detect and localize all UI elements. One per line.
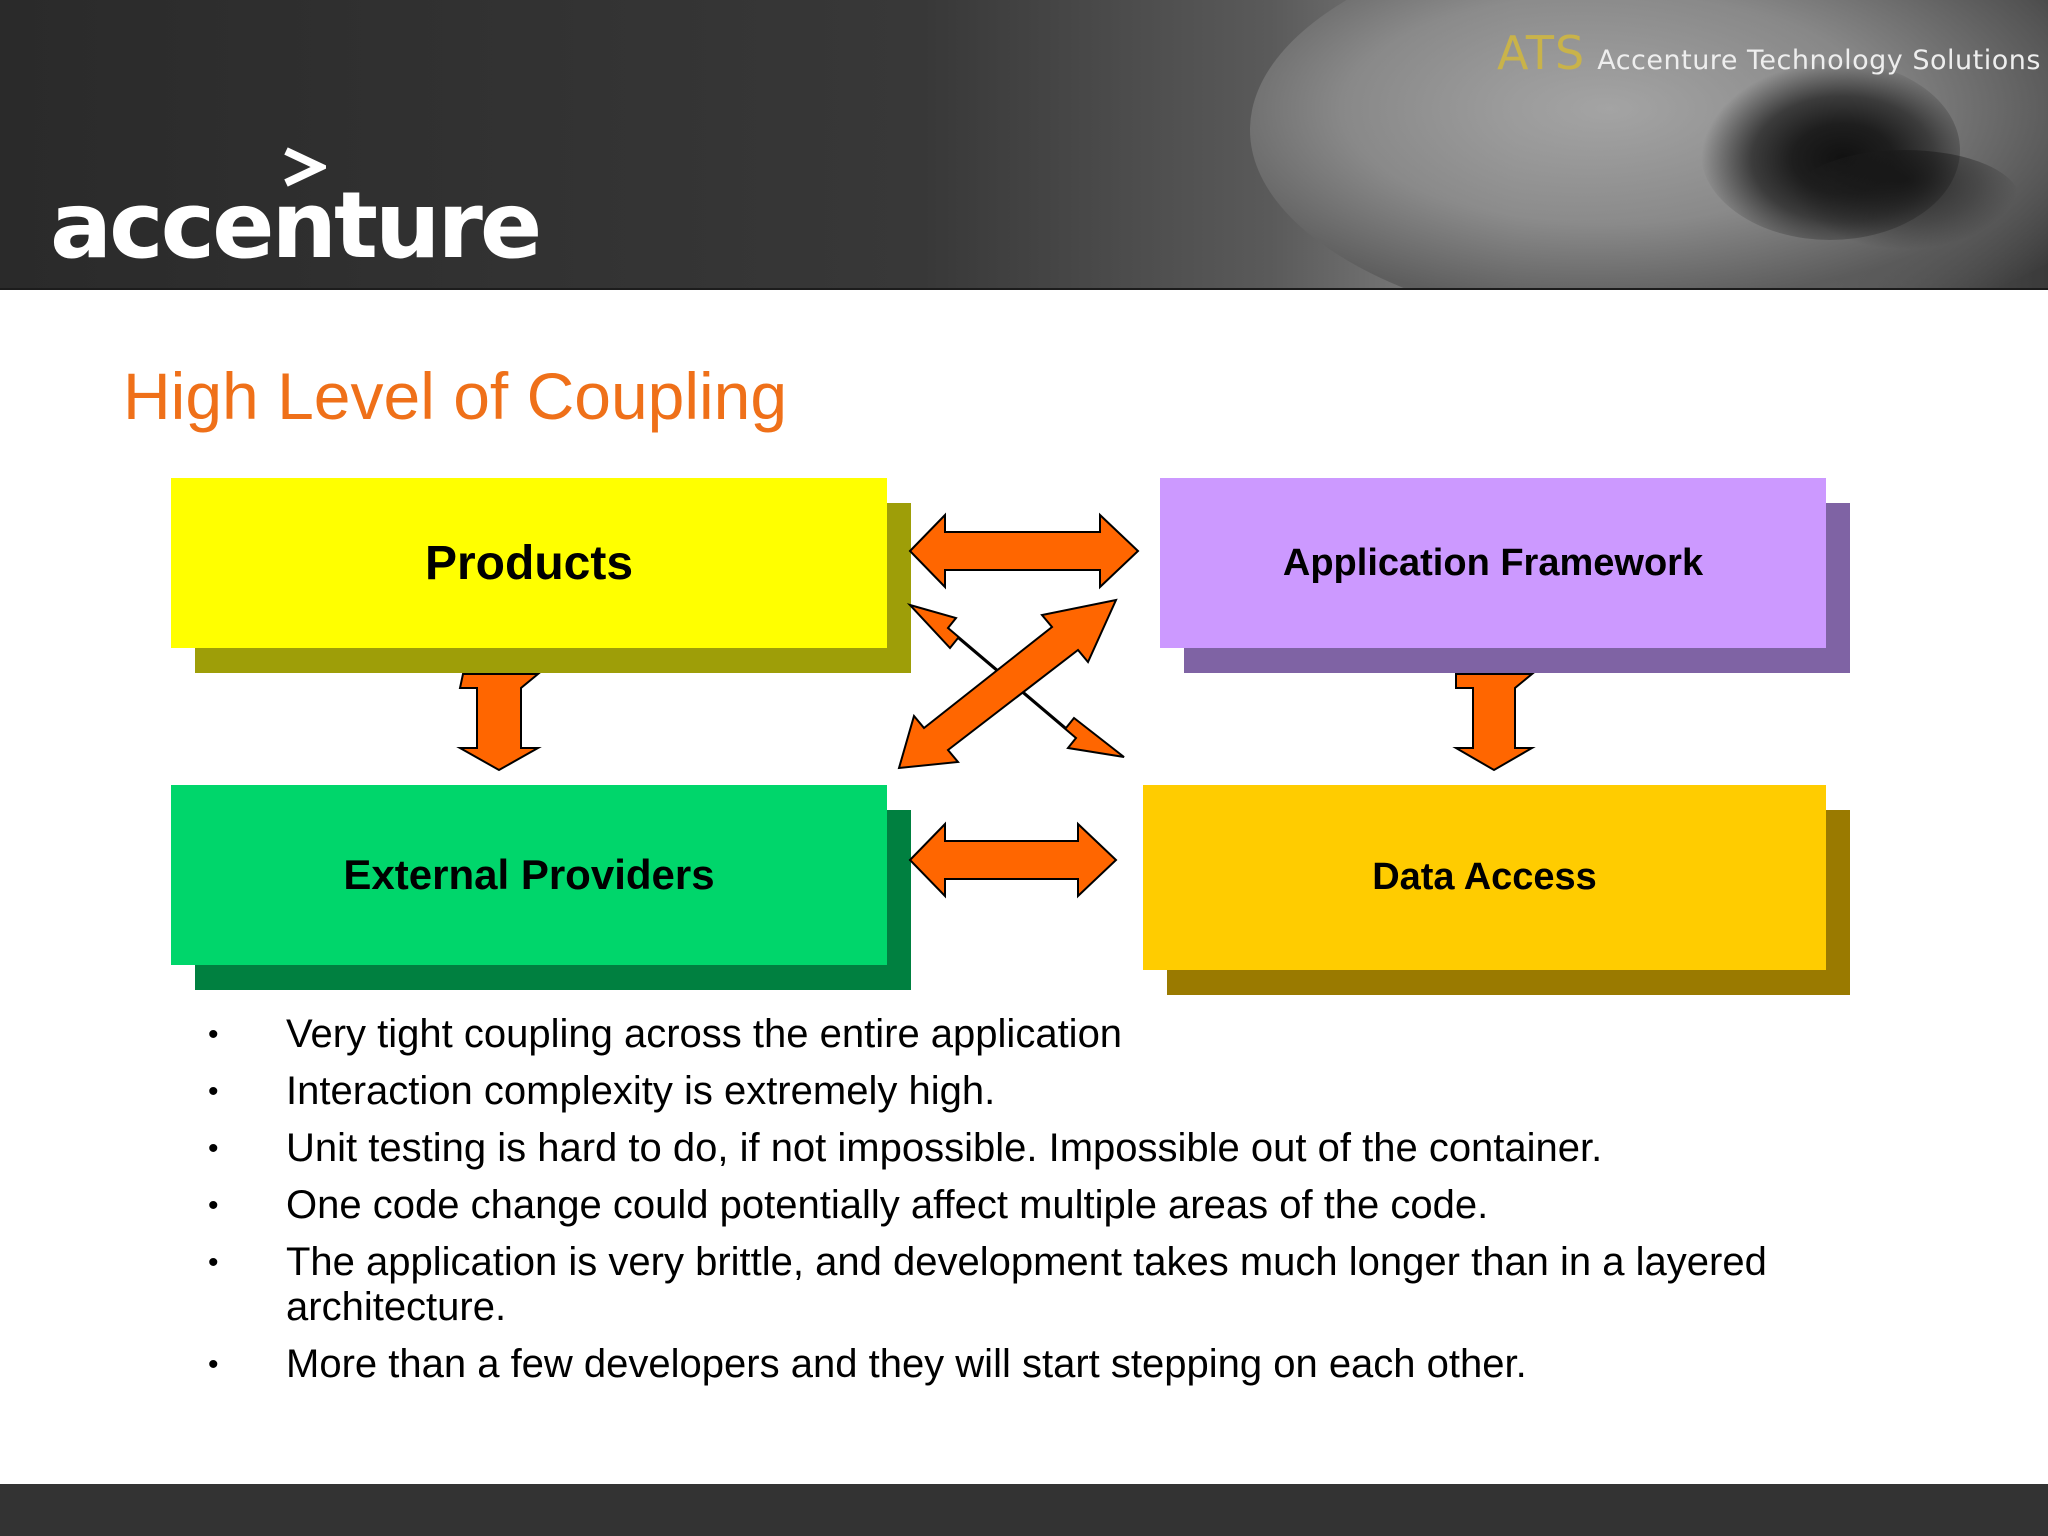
application-framework-label: Application Framework: [1282, 541, 1704, 584]
accenture-chevron-icon: [284, 147, 326, 187]
page-title: High Level of Coupling: [123, 359, 788, 433]
arrow-products-appframework: [908, 512, 1140, 590]
footer-bar: [0, 1484, 2048, 1536]
bullet-glyph: •: [208, 1246, 219, 1279]
list-item: •The application is very brittle, and de…: [208, 1240, 1767, 1329]
data-access-label: Data Access: [1372, 856, 1597, 898]
bullet-glyph: •: [208, 1075, 219, 1108]
accenture-logo: accenture: [50, 172, 542, 279]
list-item: •One code change could potentially affec…: [208, 1183, 1489, 1227]
products-label: Products: [424, 536, 634, 590]
ats-tagline: Accenture Technology Solutions: [1597, 45, 2041, 76]
external-providers-box: External Providers: [171, 785, 887, 965]
arrow-external-dataaccess: [908, 821, 1118, 899]
data-access-box: Data Access: [1143, 785, 1826, 970]
list-item: •Unit testing is hard to do, if not impo…: [208, 1126, 1603, 1170]
bullet-glyph: •: [208, 1348, 219, 1381]
bullet-list: •Very tight coupling across the entire a…: [200, 1012, 1900, 1399]
header-eyelash-photo: [1790, 150, 2020, 250]
application-framework-box: Application Framework: [1160, 478, 1826, 648]
arrow-appframework-dataaccess: [1452, 673, 1536, 772]
external-providers-label: External Providers: [343, 851, 715, 898]
header-banner: ATS Accenture Technology Solutions accen…: [0, 0, 2048, 290]
list-item: •Interaction complexity is extremely hig…: [208, 1069, 996, 1113]
list-item: •More than a few developers and they wil…: [208, 1342, 1527, 1386]
products-box: Products: [171, 478, 887, 648]
ats-mark: ATS: [1497, 26, 1586, 80]
header-divider: [0, 288, 2048, 290]
bullet-glyph: •: [208, 1132, 219, 1165]
ats-logo: ATS Accenture Technology Solutions: [1497, 26, 2041, 86]
arrow-products-dataaccess: [906, 603, 1125, 758]
list-item: •Very tight coupling across the entire a…: [208, 1012, 1123, 1056]
bullet-glyph: •: [208, 1018, 219, 1051]
bullet-glyph: •: [208, 1189, 219, 1222]
arrow-external-appframework: [897, 598, 1118, 770]
arrow-products-external: [456, 673, 542, 772]
